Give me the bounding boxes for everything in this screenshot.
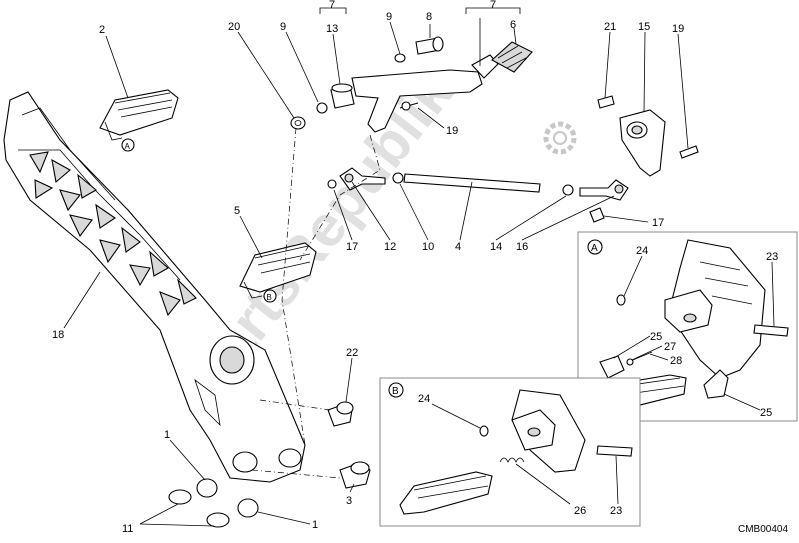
nut-17b (589, 207, 605, 223)
diagram-code: CMB00404 (738, 524, 788, 535)
bracket-lattice (29, 151, 197, 317)
gear-lever (351, 69, 483, 133)
linkage-arm-15 (619, 109, 666, 177)
callout-19a: 19 (446, 125, 458, 137)
callout-19b: 19 (672, 23, 684, 35)
callout-10: 10 (422, 241, 434, 253)
callout-20: 20 (228, 21, 240, 33)
detail-b-marker: B (392, 386, 399, 397)
plate-25b-a (703, 369, 729, 399)
callout-a-28: 28 (670, 355, 682, 367)
callout-9a: 9 (280, 21, 286, 33)
callout-1a: 1 (164, 429, 170, 441)
leader-lines (63, 7, 775, 527)
callout-11: 11 (122, 523, 133, 535)
detail-a-marker: A (591, 243, 598, 254)
shift-rubber-6 (491, 41, 533, 73)
screw-21 (597, 95, 615, 109)
callout-7a: 7 (329, 0, 335, 11)
callout-8: 8 (426, 11, 432, 23)
nut-24-a (616, 294, 626, 306)
washer-11a (168, 489, 192, 505)
callout-a-25a: 25 (650, 331, 662, 343)
lower-hardware (168, 401, 371, 528)
callout-b-26: 26 (574, 505, 586, 517)
callout-2: 2 (99, 24, 105, 36)
lever-tip-7 (471, 54, 499, 79)
callout-a-24: 24 (636, 245, 648, 257)
footpeg-bracket (3, 91, 306, 483)
callout-labels: 2 5 20 9 7 13 9 8 7 6 21 15 19 19 17 12 … (52, 0, 778, 535)
assembly-lines (251, 127, 381, 479)
rod-end-16 (579, 179, 629, 201)
nut-17 (327, 179, 337, 189)
bushing-1b (237, 498, 259, 518)
callout-b-23: 23 (610, 505, 622, 517)
callout-18: 18 (52, 329, 64, 341)
callout-6: 6 (510, 19, 516, 31)
callout-22: 22 (346, 347, 358, 359)
nut-24-b (479, 425, 489, 437)
footpeg-lower: B (239, 242, 317, 303)
pin-23-a (753, 324, 789, 337)
callout-b-24: 24 (418, 393, 430, 405)
ball-27-a (626, 358, 634, 366)
callout-14: 14 (490, 241, 502, 253)
callout-17b: 17 (652, 217, 664, 229)
plate-25-a (599, 355, 625, 379)
footpeg-upper: A (99, 89, 179, 152)
marker-a: A (125, 142, 131, 151)
callout-7b: 7 (490, 0, 496, 11)
linkage-arm-assembly (597, 95, 699, 177)
callout-12: 12 (384, 241, 396, 253)
washer-11b (206, 512, 230, 528)
screw-19b (679, 145, 699, 159)
spring-26-b (499, 457, 525, 463)
marker-b: B (267, 293, 272, 302)
pin-23-b (596, 445, 633, 457)
callout-15: 15 (638, 21, 650, 33)
callout-9b: 9 (386, 11, 392, 23)
nut-14 (562, 184, 574, 196)
callout-a-27: 27 (664, 341, 676, 353)
bushing-1a (196, 478, 218, 498)
callout-21: 21 (604, 21, 616, 33)
circlip-9 (316, 102, 328, 114)
watermark-gear-icon (543, 121, 577, 155)
callout-a-25b: 25 (760, 407, 772, 419)
callout-3: 3 (346, 495, 352, 507)
callout-4: 4 (455, 241, 461, 253)
circlip-9b (394, 53, 406, 63)
callout-13: 13 (326, 23, 338, 35)
detail-b-panel: B (379, 377, 641, 527)
callout-16: 16 (516, 241, 528, 253)
gear-lever-assembly (290, 36, 533, 133)
marker-b-circle (263, 289, 277, 303)
rod-end-12 (339, 167, 386, 191)
nut-10 (392, 172, 404, 184)
marker-a-circle (121, 138, 135, 152)
callout-5: 5 (234, 205, 240, 217)
callout-a-23: 23 (766, 251, 778, 263)
washer-20 (290, 116, 306, 130)
callout-17a: 17 (346, 241, 358, 253)
callout-1b: 1 (312, 519, 318, 531)
